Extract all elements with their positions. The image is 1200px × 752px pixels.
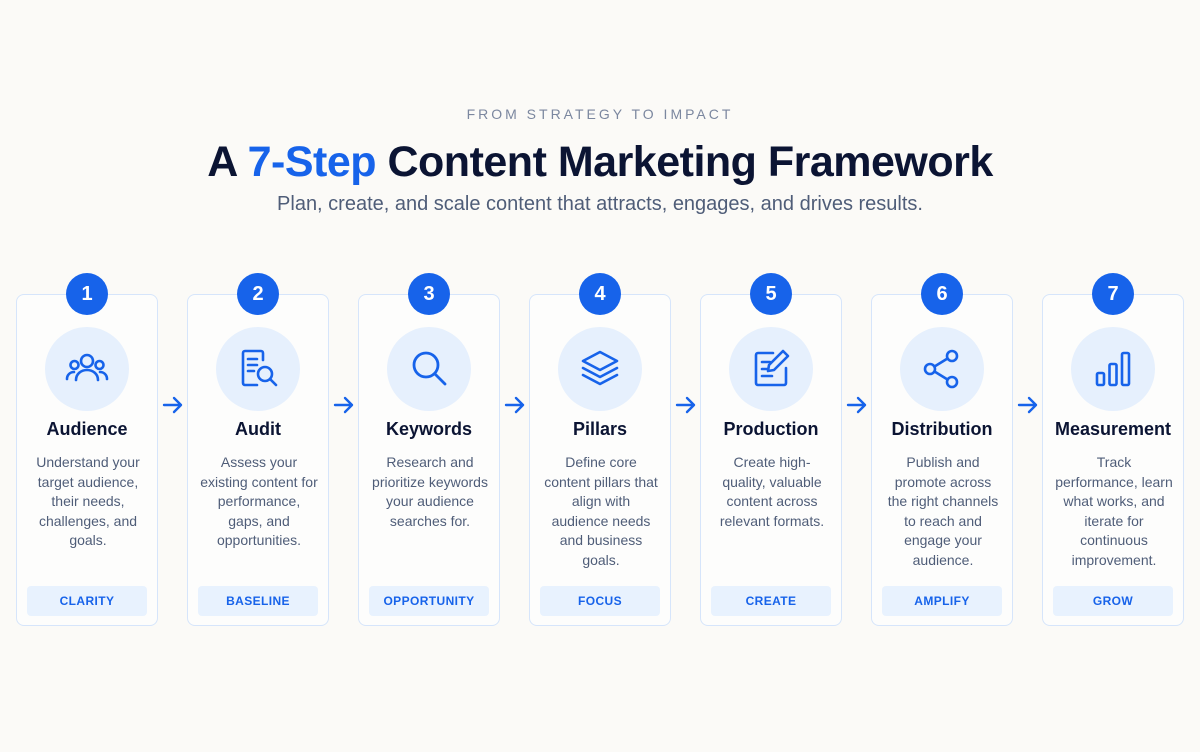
- edit-document-icon: [729, 327, 813, 411]
- step-number-badge: 3: [408, 273, 450, 315]
- step-card-keywords: 3 Keywords Research and prioritize keywo…: [358, 273, 500, 626]
- eyebrow-label: FROM STRATEGY TO IMPACT: [466, 106, 734, 122]
- step-tag: FOCUS: [540, 586, 660, 616]
- step-card-measurement: 7 Measurement Track performance, learn w…: [1042, 273, 1184, 626]
- share-icon: [900, 327, 984, 411]
- bar-chart-icon: [1071, 327, 1155, 411]
- steps-row: 1 Audience Understand your target audien…: [16, 273, 1186, 628]
- arrow-right-icon: [675, 396, 696, 414]
- step-number-badge: 1: [66, 273, 108, 315]
- step-card-pillars: 4 Pillars Define core content pillars th…: [529, 273, 671, 626]
- step-title: Audience: [46, 419, 128, 439]
- step-tag: OPPORTUNITY: [369, 586, 489, 616]
- title-prefix: A: [207, 138, 248, 186]
- step-tag: BASELINE: [198, 586, 318, 616]
- layers-icon: [558, 327, 642, 411]
- step-description: Assess your existing content for perform…: [200, 454, 318, 549]
- step-card-production: 5 Production Create high-quality, valuab…: [700, 273, 842, 626]
- step-number-badge: 5: [750, 273, 792, 315]
- step-description: Track performance, learn what works, and…: [1055, 454, 1173, 568]
- step-card-distribution: 6 Distribution Publish and promote acros…: [871, 273, 1013, 626]
- step-card-audit: 2 Audit Assess your existing content for…: [187, 273, 329, 626]
- step-card-audience: 1 Audience Understand your target audien…: [16, 273, 158, 626]
- step-title: Distribution: [891, 419, 993, 439]
- arrow-right-icon: [162, 396, 183, 414]
- arrow-right-icon: [504, 396, 525, 414]
- step-number-badge: 4: [579, 273, 621, 315]
- step-number-badge: 6: [921, 273, 963, 315]
- arrow-right-icon: [1017, 396, 1038, 414]
- search-icon: [387, 327, 471, 411]
- step-tag: CREATE: [711, 586, 831, 616]
- step-title: Production: [723, 419, 819, 439]
- step-title: Audit: [235, 419, 281, 439]
- arrow-right-icon: [333, 396, 354, 414]
- arrow-right-icon: [846, 396, 867, 414]
- step-number-badge: 7: [1092, 273, 1134, 315]
- step-tag: CLARITY: [27, 586, 147, 616]
- page-title: A 7-Step Content Marketing Framework: [0, 136, 1200, 188]
- step-description: Define core content pillars that align w…: [544, 454, 658, 568]
- step-description: Understand your target audience, their n…: [36, 454, 140, 549]
- users-icon: [45, 327, 129, 411]
- title-suffix: Content Marketing Framework: [376, 138, 993, 186]
- page-subtitle: Plan, create, and scale content that att…: [277, 193, 923, 215]
- step-tag: GROW: [1053, 586, 1173, 616]
- step-title: Keywords: [385, 419, 473, 439]
- step-tag: AMPLIFY: [882, 586, 1002, 616]
- step-title: Measurement: [1054, 419, 1172, 439]
- step-description: Create high-quality, valuable content ac…: [719, 454, 825, 529]
- step-description: Publish and promote across the right cha…: [887, 454, 999, 568]
- title-accent: 7-Step: [247, 138, 377, 186]
- step-number-badge: 2: [237, 273, 279, 315]
- step-title: Pillars: [572, 419, 628, 439]
- document-search-icon: [216, 327, 300, 411]
- step-description: Research and prioritize keywords your au…: [372, 454, 488, 529]
